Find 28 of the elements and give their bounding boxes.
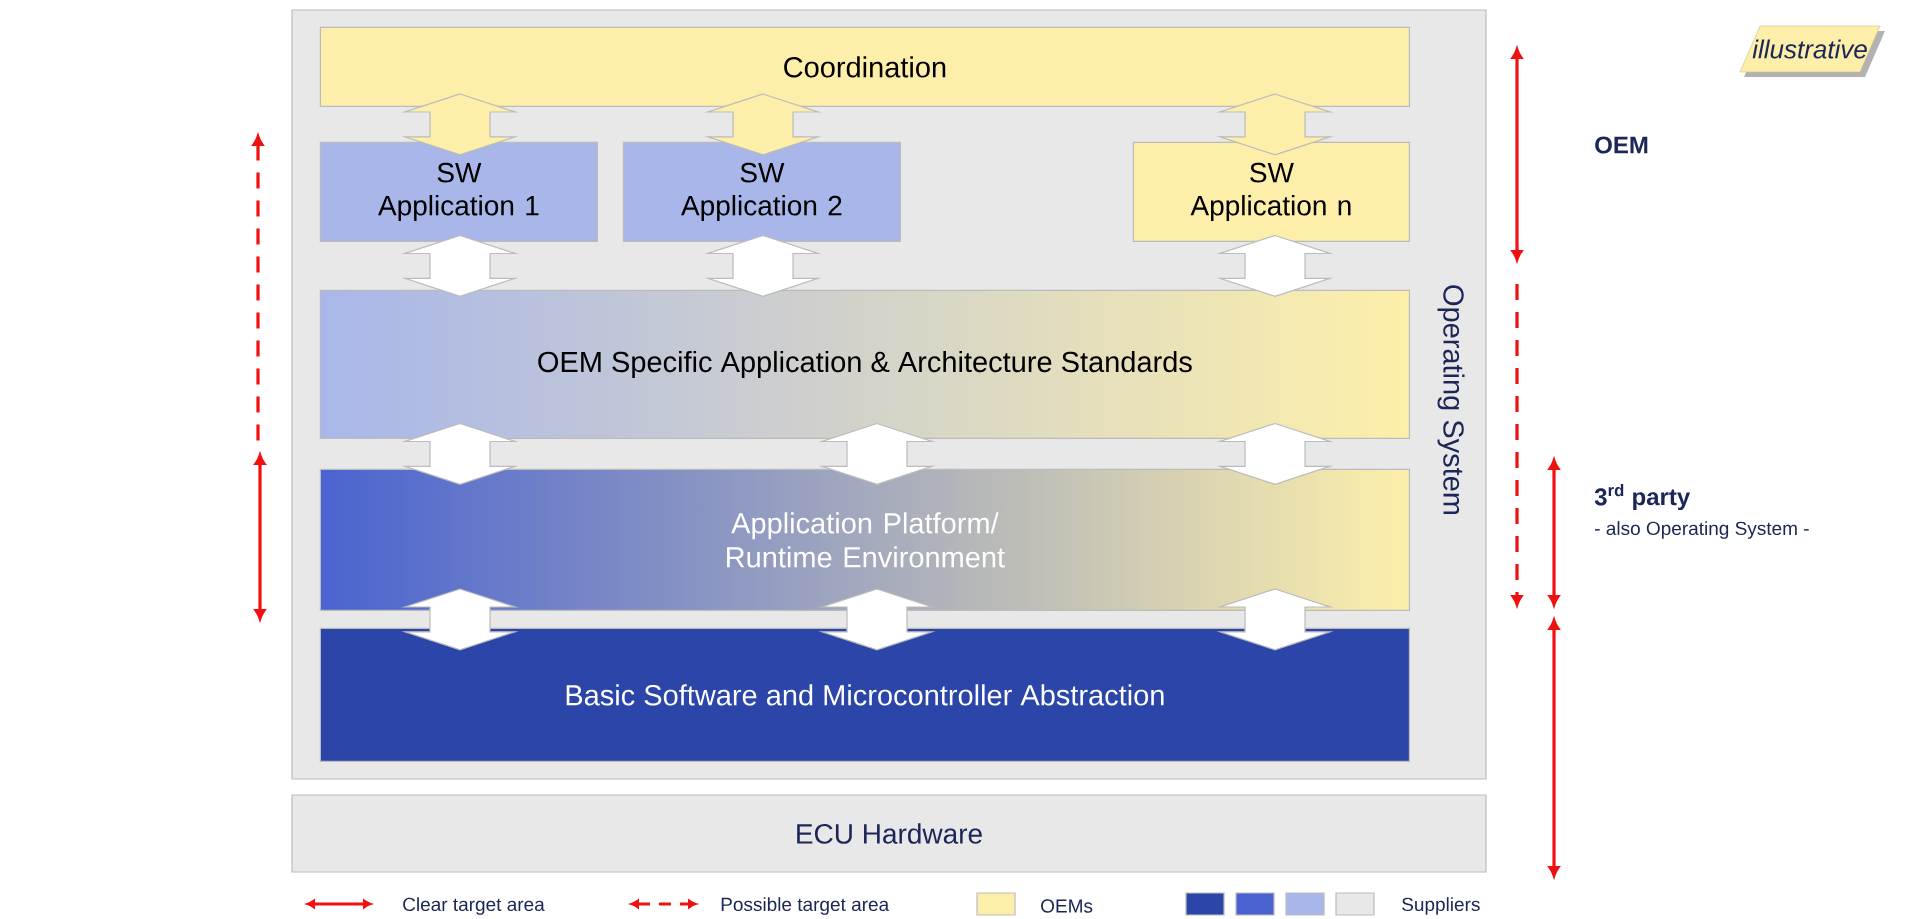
illustrative-tag: illustrative <box>1739 25 1885 77</box>
note-text: - also Operating System - <box>1595 521 1809 539</box>
party-label: 3$^{rd}$ party <box>1594 483 1691 511</box>
legend-text: Possible target area <box>721 897 890 915</box>
block-arrow <box>401 234 519 297</box>
block-arrow <box>1216 234 1334 297</box>
block-arrow <box>1216 422 1334 485</box>
layer-box: OEM Specific Application & Architecture Standards <box>319 289 1410 439</box>
block-arrow <box>401 588 519 651</box>
legend-text: Clear target area <box>403 897 545 915</box>
application-box: SW Application n <box>1132 141 1410 242</box>
legend-text: OEMs <box>1041 899 1093 913</box>
application-box: SW Application 2 <box>622 141 901 242</box>
block-arrow <box>818 588 936 651</box>
hardware-box: ECU Hardware <box>291 794 1487 873</box>
block-arrow <box>1216 93 1334 156</box>
layer-box: Basic Software and Microcontroller Abstraction <box>319 627 1410 762</box>
application-box: SW Application 1 <box>319 141 598 242</box>
block-arrow <box>704 93 822 156</box>
block-arrow <box>818 422 936 485</box>
party-label: OEM <box>1595 136 1648 154</box>
block-arrow <box>704 234 822 297</box>
legend-text: Suppliers <box>1402 897 1480 915</box>
layer-box: Application Platform/ Runtime Environment <box>319 468 1410 611</box>
block-arrow <box>1216 588 1334 651</box>
block-arrow <box>401 422 519 485</box>
layer-box: Coordination <box>319 26 1410 107</box>
block-arrow <box>401 93 519 156</box>
